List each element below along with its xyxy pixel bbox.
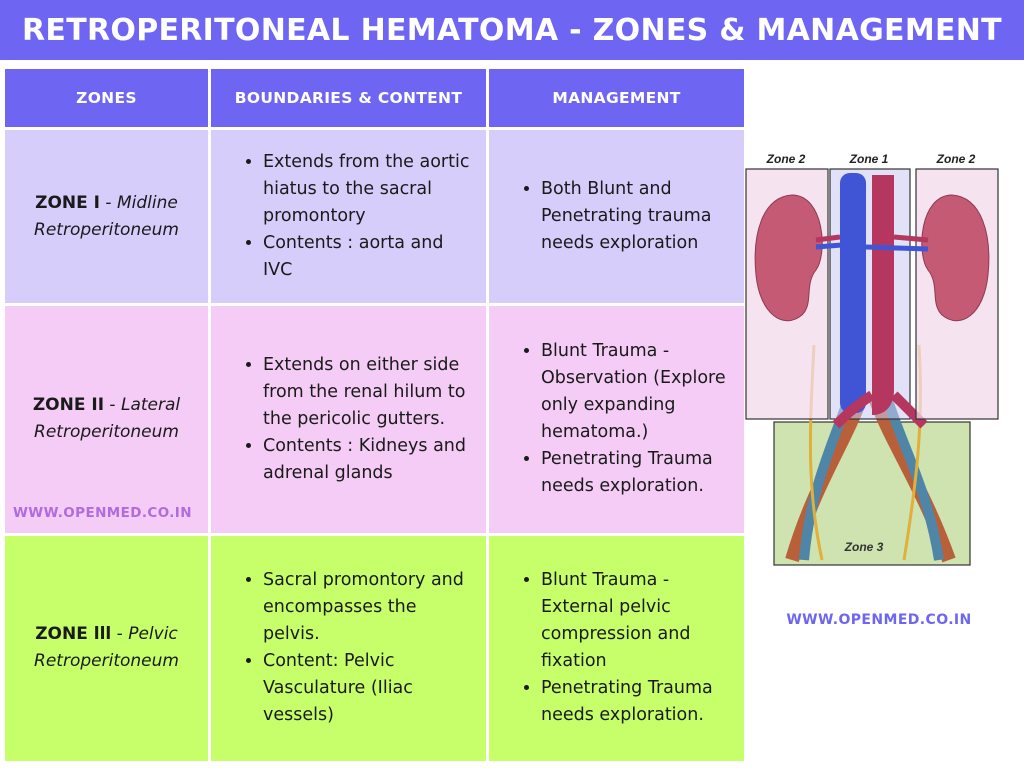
retroperitoneal-zones-figure: Zone 2 Zone 1 Zone 2 Zone 3 bbox=[745, 152, 999, 566]
zone-1-name: ZONE I bbox=[35, 192, 101, 213]
right-renal-vein bbox=[865, 244, 929, 252]
zone-3-desc-line1: Pelvic bbox=[128, 624, 178, 645]
zone-2-cell: ZONE II - Lateral Retroperitoneum WWW.OP… bbox=[2, 303, 211, 536]
zones-table: ZONES BOUNDARIES & CONTENT MANAGEMENT ZO… bbox=[2, 65, 747, 765]
zone-1-boundary-item: Contents : aorta and IVC bbox=[263, 230, 476, 284]
zone-3-separator: - bbox=[111, 624, 129, 645]
table-row-zone-3: ZONE lll - Pelvic Retroperitoneum Sacral… bbox=[2, 532, 747, 765]
right-renal-artery bbox=[893, 234, 929, 243]
zone-1-cell: ZONE I - Midline Retroperitoneum bbox=[2, 127, 211, 306]
zone-2-management-cell: Blunt Trauma - Observation (Explore only… bbox=[486, 303, 747, 536]
zone-2-right-label: Zone 2 bbox=[936, 152, 976, 166]
column-header-zones: ZONES bbox=[2, 65, 211, 131]
zone-2-boundary-item: Extends on either side from the renal hi… bbox=[263, 352, 476, 433]
table-header-row: ZONES BOUNDARIES & CONTENT MANAGEMENT bbox=[2, 65, 747, 131]
zone-3-label: Zone 3 bbox=[844, 540, 884, 554]
zone-2-management-item: Penetrating Trauma needs exploration. bbox=[541, 446, 734, 500]
zone-3-management-item: Penetrating Trauma needs exploration. bbox=[541, 675, 734, 729]
zone-2-separator: - bbox=[104, 395, 121, 416]
zone-1-desc-line2: Retroperitoneum bbox=[34, 219, 179, 240]
page-title: RETROPERITONEAL HEMATOMA - ZONES & MANAG… bbox=[0, 0, 1024, 60]
zone-1-separator: - bbox=[100, 192, 117, 213]
zone-3-management-item: Blunt Trauma - External pelvic compressi… bbox=[541, 567, 734, 675]
zone-3-boundaries-cell: Sacral promontory and encompasses the pe… bbox=[208, 532, 489, 765]
watermark-right: WWW.OPENMED.CO.IN bbox=[786, 612, 972, 628]
zone-3-boundary-item: Sacral promontory and encompasses the pe… bbox=[263, 567, 476, 648]
column-header-management: MANAGEMENT bbox=[486, 65, 747, 131]
zone-3-desc-line2: Retroperitoneum bbox=[34, 651, 179, 672]
zone-2-management-item: Blunt Trauma - Observation (Explore only… bbox=[541, 338, 734, 446]
zone-2-boundaries-cell: Extends on either side from the renal hi… bbox=[208, 303, 489, 536]
zone-2-left-label: Zone 2 bbox=[766, 152, 806, 166]
zone-1-boundaries-cell: Extends from the aortic hiatus to the sa… bbox=[208, 127, 489, 306]
zone-2-boundary-item: Contents : Kidneys and adrenal glands bbox=[263, 433, 476, 487]
zone-2-desc-line2: Retroperitoneum bbox=[34, 422, 179, 443]
zone-1-desc-line1: Midline bbox=[116, 192, 178, 213]
zone-1-management-cell: Both Blunt and Penetrating trauma needs … bbox=[486, 127, 747, 306]
zone-1-label: Zone 1 bbox=[849, 152, 889, 166]
zone-3-name: ZONE lll bbox=[35, 624, 112, 645]
aorta bbox=[872, 175, 894, 415]
zone-1-boundary-item: Extends from the aortic hiatus to the sa… bbox=[263, 149, 476, 230]
inferior-vena-cava bbox=[840, 173, 866, 413]
zone-3-cell: ZONE lll - Pelvic Retroperitoneum bbox=[2, 532, 211, 765]
watermark-left: WWW.OPENMED.CO.IN bbox=[13, 504, 192, 521]
zone-2-desc-line1: Lateral bbox=[120, 395, 181, 416]
table-row-zone-1: ZONE I - Midline Retroperitoneum Extends… bbox=[2, 127, 747, 306]
left-renal-vein bbox=[815, 242, 843, 250]
zone-3-management-cell: Blunt Trauma - External pelvic compressi… bbox=[486, 532, 747, 765]
zone-1-management-item: Both Blunt and Penetrating trauma needs … bbox=[541, 176, 734, 257]
zone-3-boundary-item: Content: Pelvic Vasculature (Iliac vesse… bbox=[263, 648, 476, 729]
zone-2-name: ZONE II bbox=[32, 395, 105, 416]
aortic-bifurcation bbox=[832, 390, 928, 429]
left-renal-artery bbox=[815, 234, 841, 243]
table-row-zone-2: ZONE II - Lateral Retroperitoneum WWW.OP… bbox=[2, 303, 747, 536]
column-header-boundaries: BOUNDARIES & CONTENT bbox=[208, 65, 489, 131]
